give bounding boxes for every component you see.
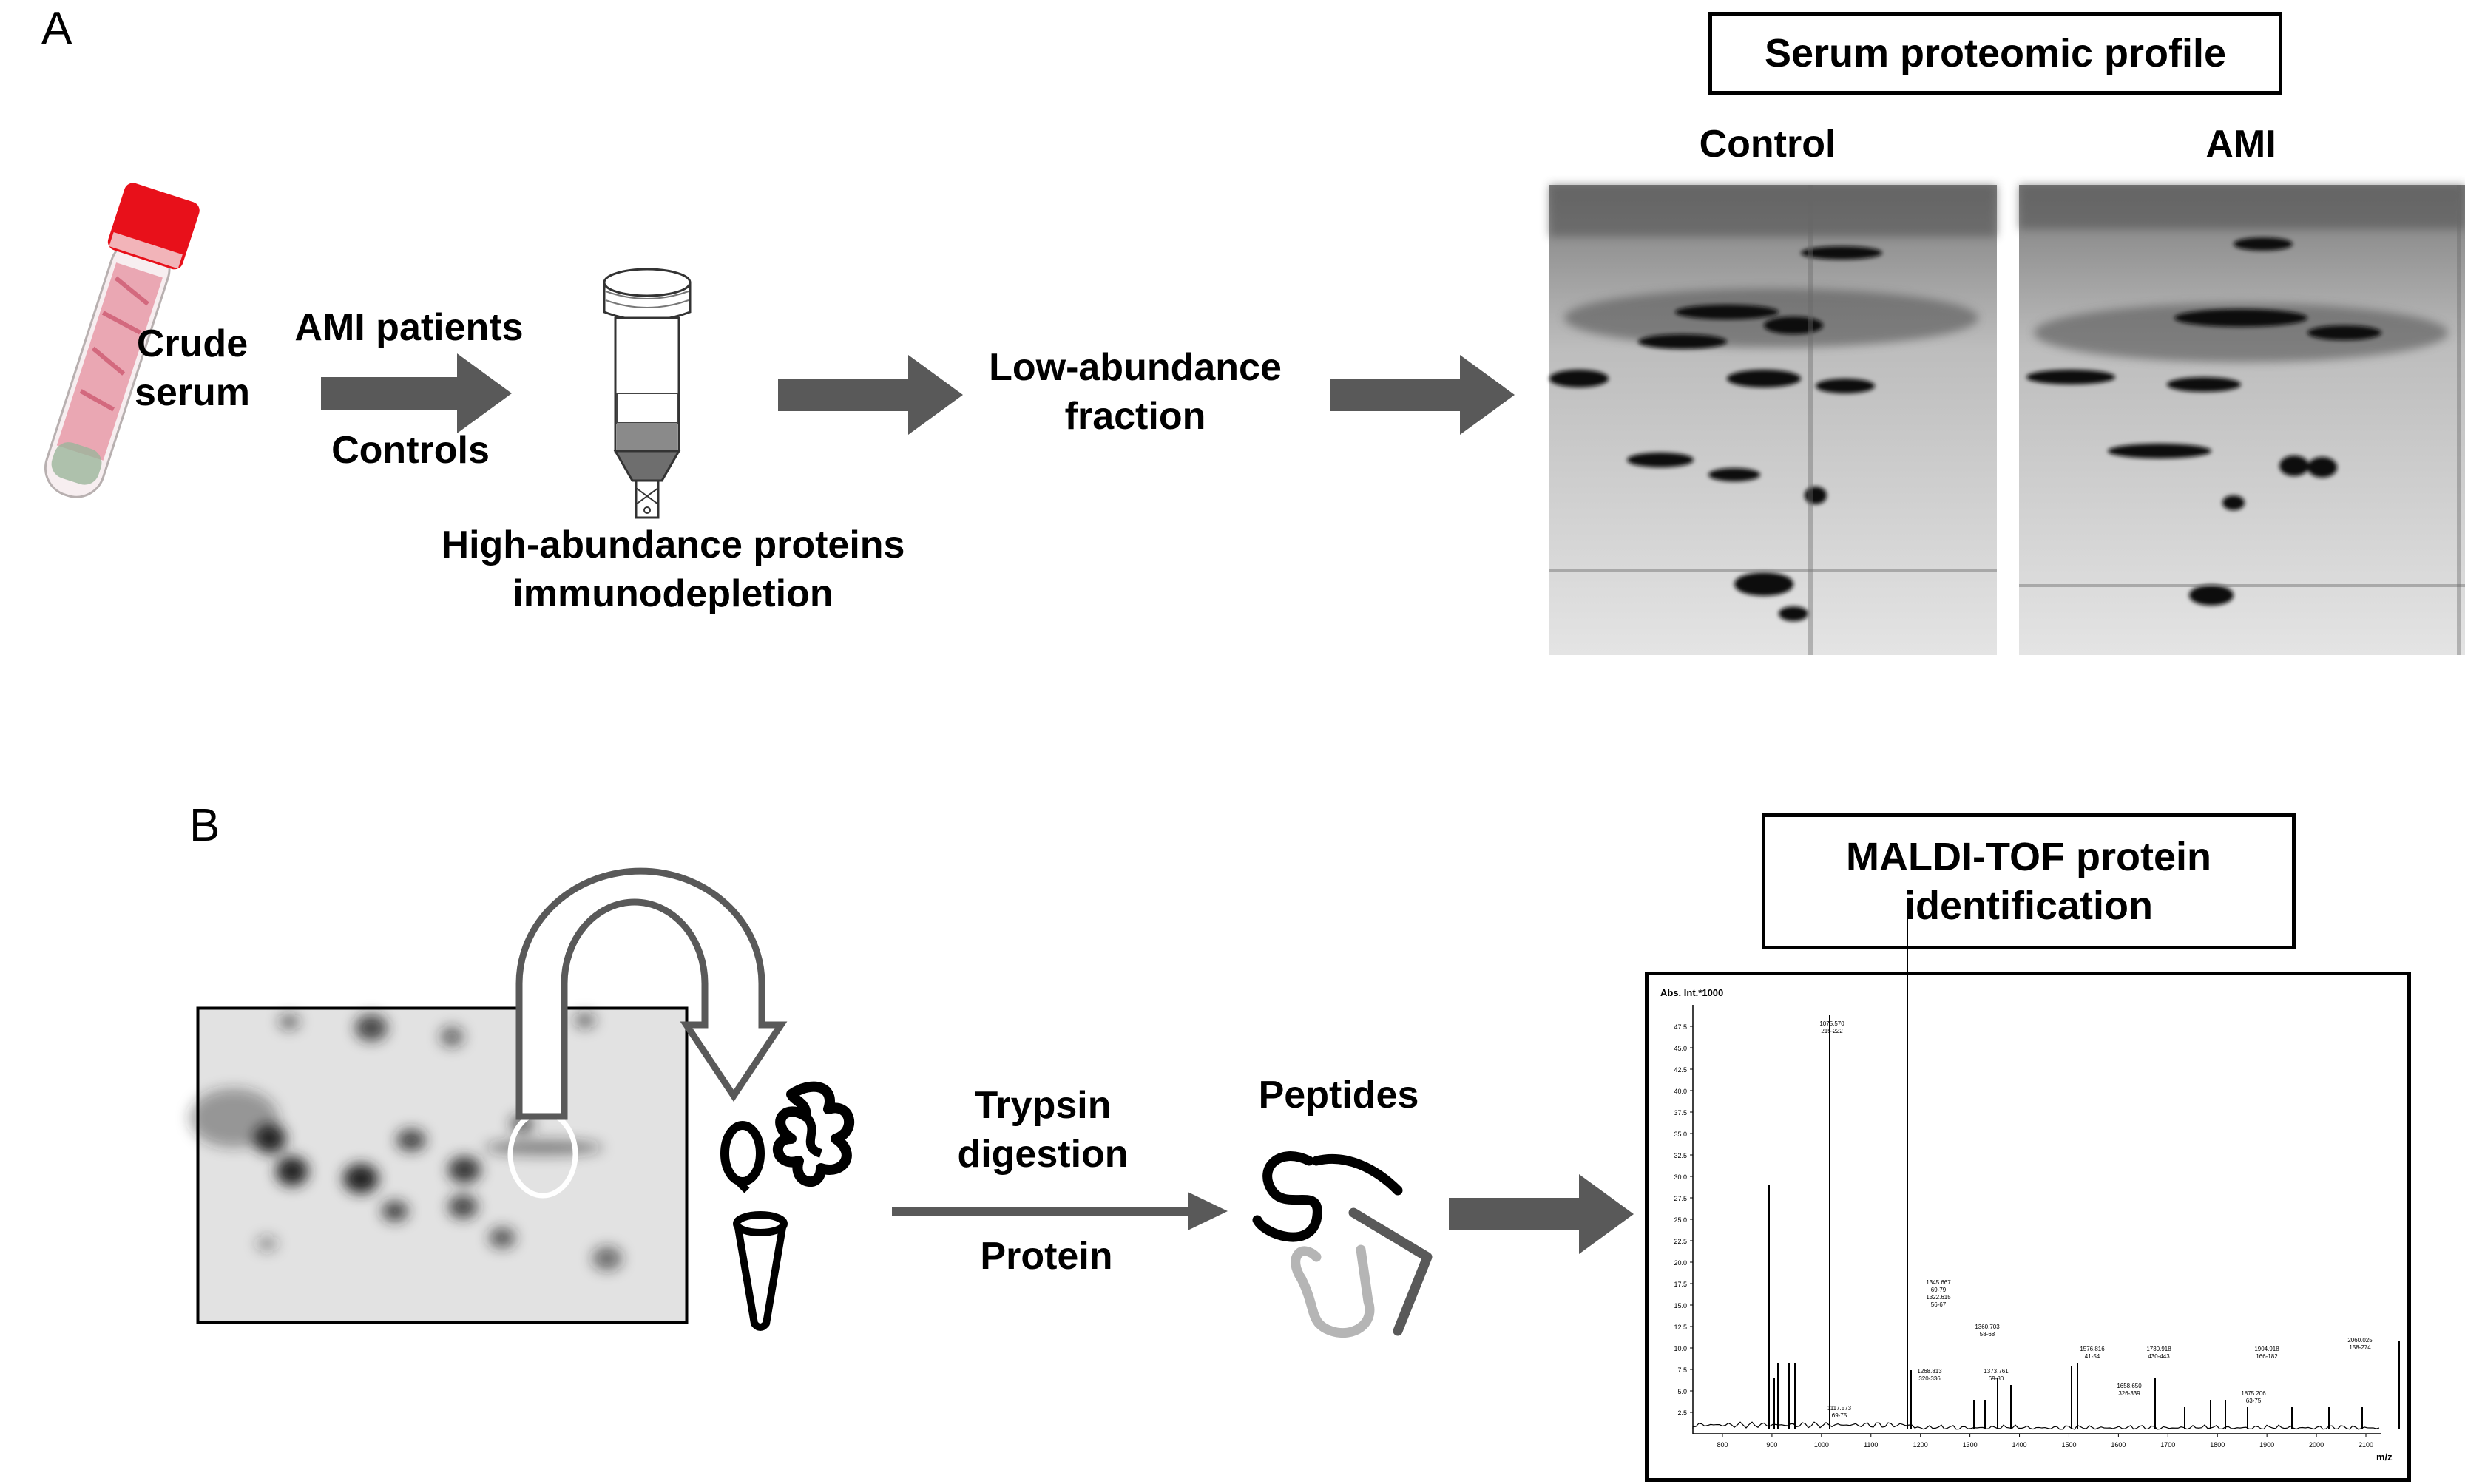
spectrum-x-title: m/z	[2376, 1451, 2393, 1463]
spectrum-y-tick-label: 7.5	[1677, 1366, 1687, 1374]
spectrum-y-tick-label: 22.5	[1674, 1238, 1687, 1245]
spectrum-peak-mz: 1117.573	[1827, 1405, 1852, 1412]
spectrum-x-tick-label: 1000	[1814, 1441, 1829, 1449]
spectrum-peak-range: 58-68	[1980, 1331, 1995, 1338]
spectrum-y-tick-label: 25.0	[1674, 1216, 1687, 1224]
spectrum-y-tick-label: 2.5	[1677, 1409, 1687, 1417]
spectrum-peak-range: 215-222	[1821, 1028, 1843, 1034]
arrow-protein-to-peptides	[892, 1192, 1228, 1230]
spectrum-peak-range: 41-54	[2085, 1353, 2100, 1360]
spectrum-y-tick-label: 40.0	[1674, 1088, 1687, 1095]
spectrum-x-tick-label: 2100	[2359, 1441, 2373, 1449]
spectrum-y-tick-label: 42.5	[1674, 1066, 1687, 1074]
spectrum-y-tick-label: 10.0	[1674, 1345, 1687, 1352]
spectrum-peak-mz: 1875.206	[2241, 1390, 2266, 1397]
gel-control-label: Control	[1699, 123, 1836, 166]
spectrum-peak-range: 69-75	[1832, 1412, 1847, 1419]
gel-spot-zoom	[189, 1006, 689, 1324]
spectrum-y-title: Abs. Int.*1000	[1660, 987, 1724, 998]
spectrum-peak-range: 320-336	[1918, 1375, 1941, 1382]
spectrum-x-tick-label: 1300	[1963, 1441, 1978, 1449]
low-abundance-label: Low-abundance fraction	[989, 346, 1282, 438]
spectrum-peak-range: 326-339	[2118, 1390, 2140, 1397]
spectrum-x-tick-label: 800	[1717, 1441, 1728, 1449]
spectrum-peak-mz: 1075.570	[1819, 1020, 1844, 1027]
spectrum-y-tick-label: 32.5	[1674, 1152, 1687, 1159]
panel-letter-b: B	[189, 800, 220, 851]
gel-image-ami	[2019, 185, 2465, 655]
spectrum-peak-mz: 1345.667	[1926, 1279, 1951, 1286]
spectrum-y-tick-label: 27.5	[1674, 1195, 1687, 1202]
spectrum-x-tick-label: 1800	[2210, 1441, 2225, 1449]
spectrum-x-tick-label: 1200	[1913, 1441, 1928, 1449]
arrow-fraction-to-gels	[1330, 355, 1515, 435]
peptides-label: Peptides	[1258, 1074, 1419, 1117]
spectrum-y-tick-label: 45.0	[1674, 1045, 1687, 1052]
spectrum-y-tick-label: 15.0	[1674, 1302, 1687, 1309]
spectrum-x-tick-label: 1500	[2061, 1441, 2076, 1449]
spectrum-x-tick-label: 1700	[2160, 1441, 2175, 1449]
spectrum-x-tick-label: 2000	[2309, 1441, 2324, 1449]
spectrum-baseline	[1692, 1421, 2380, 1430]
gel-ami-label: AMI	[2205, 123, 2276, 166]
spectrum-peak-mz: 1576.816	[2080, 1346, 2105, 1352]
spectrum-y-tick-label: 35.0	[1674, 1131, 1687, 1138]
spectrum-peak-range: 166-182	[2256, 1353, 2278, 1360]
crude-serum-label: Crude serum	[134, 322, 251, 414]
protein-tube-icon	[720, 1081, 854, 1331]
arrow-serum-to-depletion	[321, 353, 512, 433]
depletion-label: High-abundance proteins immunodepletion	[441, 524, 905, 615]
spectrum-y-tick-label: 20.0	[1674, 1259, 1687, 1267]
spectrum-peak-mz: 1268.813	[1917, 1368, 1942, 1375]
peptides-icon	[1252, 1151, 1433, 1338]
maldi-title-box: MALDI-TOF protein identification	[1762, 813, 2296, 949]
spectrum-x-tick-label: 1900	[2259, 1441, 2274, 1449]
spectrum-x-tick-label: 1600	[2111, 1441, 2126, 1449]
spectrum-x-tick-label: 900	[1766, 1441, 1777, 1449]
controls-label: Controls	[331, 429, 490, 472]
spectrum-peak-range: 158-274	[2349, 1344, 2371, 1351]
spectrum-peak-mz: 1360.703	[1975, 1324, 2000, 1330]
ami-patients-label: AMI patients	[294, 306, 524, 349]
spot-excision-arrow	[515, 867, 788, 1120]
spectrum-peak-range: 69-79	[1931, 1287, 1947, 1293]
spectrum-peak-mz: 1322.615	[1926, 1294, 1951, 1301]
spectrum-peak-range: 430-443	[2148, 1353, 2170, 1360]
arrow-depletion-to-fraction	[778, 355, 963, 435]
spectrum-peak-range: 69-80	[1989, 1375, 2004, 1382]
spectrum-y-tick-label: 5.0	[1677, 1388, 1687, 1395]
protein-label: Protein	[980, 1235, 1113, 1278]
spin-column-icon	[603, 268, 692, 519]
maldi-spectrum: Abs. Int.*1000 m/z 47.5 45.0 42.5 40.0 37.5 3…	[1645, 912, 2411, 1482]
spectrum-peak-mz: 2060.025	[2347, 1337, 2373, 1344]
spectrum-y-tick-label: 17.5	[1674, 1281, 1687, 1288]
spectrum-y-tick-label: 12.5	[1674, 1324, 1687, 1331]
spectrum-peak-mz: 1730.918	[2146, 1346, 2171, 1352]
trypsin-digestion-label: Trypsin digestion	[957, 1084, 1129, 1176]
spectrum-peak-mz: 1373.761	[1984, 1368, 2009, 1375]
spectrum-y-tick-label: 30.0	[1674, 1173, 1687, 1181]
spectrum-peak-mz: 1904.918	[2254, 1346, 2279, 1352]
spectrum-x-tick-label: 1100	[1864, 1441, 1878, 1449]
panel-letter-a: A	[41, 3, 72, 54]
spectrum-y-tick-label: 47.5	[1674, 1023, 1687, 1031]
spectrum-peak-mz: 1658.650	[2117, 1383, 2142, 1389]
spectrum-y-tick-label: 37.5	[1674, 1109, 1687, 1117]
blood-tube-icon	[44, 183, 200, 498]
spectrum-peak-range: 56-67	[1931, 1301, 1947, 1308]
gel-image-control	[1549, 185, 1997, 655]
serum-profile-box: Serum proteomic profile	[1708, 12, 2282, 95]
arrow-peptides-to-maldi	[1449, 1174, 1634, 1254]
spectrum-peak-range: 63-75	[2246, 1397, 2262, 1404]
spectrum-x-tick-label: 1400	[2012, 1441, 2027, 1449]
